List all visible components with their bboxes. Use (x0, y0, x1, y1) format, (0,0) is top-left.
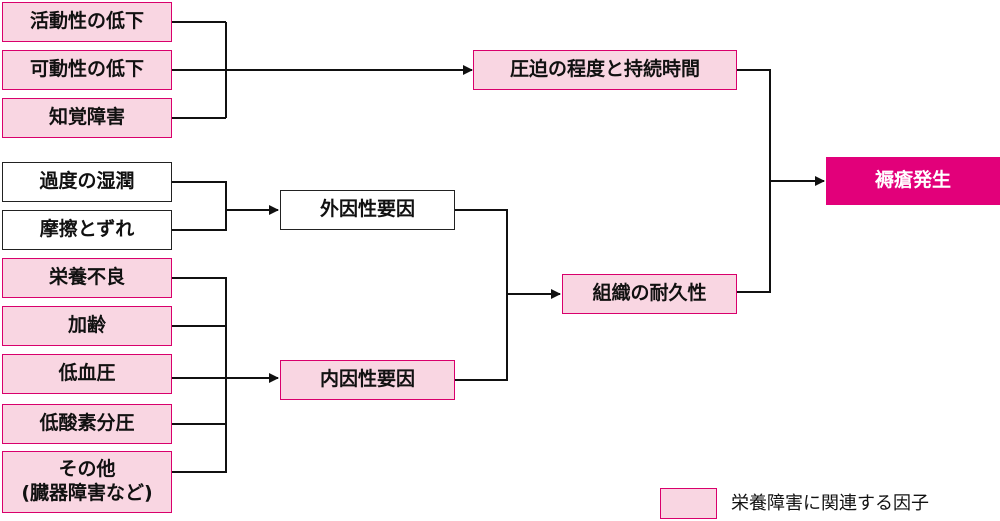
connector-bracket-3 (172, 277, 227, 473)
node-other-line1: その他 (58, 458, 116, 481)
legend-label: 栄養障害に関連する因子 (731, 493, 929, 514)
node-friction-shear: 摩擦とずれ (2, 210, 172, 250)
node-aging: 加齢 (2, 306, 172, 346)
node-reduced-mobility: 可動性の低下 (2, 50, 172, 90)
node-pressure: 圧迫の程度と持続時間 (473, 50, 737, 90)
node-outcome: 褥瘡発生 (826, 157, 1000, 205)
node-other: その他 (臓器障害など) (2, 451, 172, 513)
node-external: 外因性要因 (280, 190, 455, 230)
connector-external-internal (455, 209, 508, 381)
node-malnutrition: 栄養不良 (2, 258, 172, 298)
legend-swatch (660, 488, 717, 519)
connector-pressure-tolerance (737, 69, 771, 293)
node-other-line2: (臓器障害など) (21, 482, 153, 504)
node-hypotension: 低血圧 (2, 354, 172, 394)
node-low-oxygen: 低酸素分圧 (2, 404, 172, 444)
node-excess-moisture: 過度の湿潤 (2, 162, 172, 202)
node-sensory-impairment: 知覚障害 (2, 98, 172, 138)
node-internal: 内因性要因 (280, 360, 455, 400)
node-reduced-activity: 活動性の低下 (2, 2, 172, 42)
connector-moisture (172, 181, 227, 231)
node-tolerance: 組織の耐久性 (562, 274, 737, 314)
